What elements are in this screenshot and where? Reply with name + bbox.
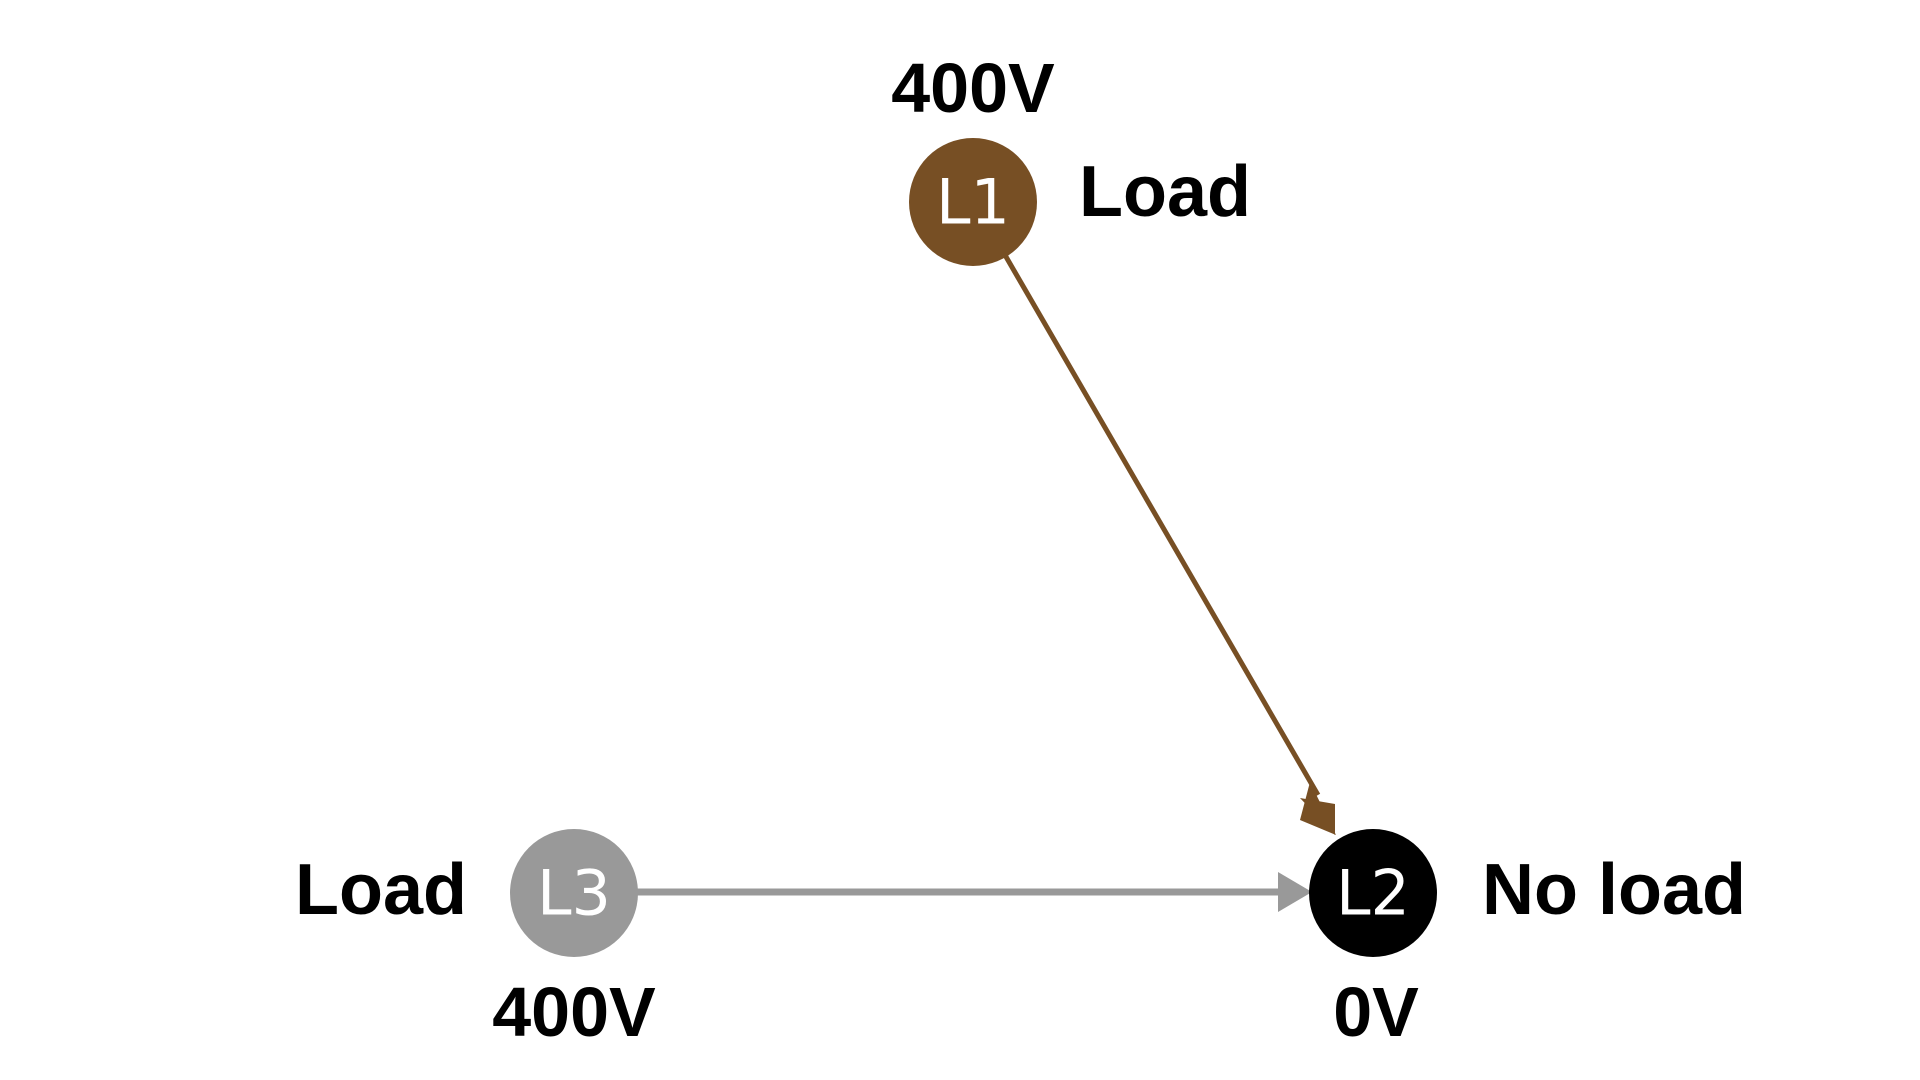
l1-status: Load: [1079, 152, 1251, 232]
node-l3-label: L3: [537, 857, 611, 930]
edge-l1-l2-line: [1002, 253, 1321, 797]
l3-voltage: 400V: [492, 973, 656, 1051]
node-l1-circle: [909, 138, 1037, 266]
node-l1: L1: [909, 138, 1037, 266]
node-l3: L3: [510, 829, 638, 957]
l1-voltage: 400V: [891, 49, 1055, 127]
l2-status: No load: [1482, 850, 1746, 930]
node-l3-circle: [510, 829, 638, 957]
l3-status: Load: [295, 850, 467, 930]
node-l1-label: L1: [936, 166, 1010, 239]
edge-l1-l2-arrowhead-tip: [1300, 798, 1335, 835]
node-l2-label: L2: [1336, 857, 1410, 930]
node-l2: L2: [1309, 829, 1437, 957]
node-l2-circle: [1309, 829, 1437, 957]
edge-l1-to-l2: [1002, 253, 1336, 835]
l2-voltage: 0V: [1333, 973, 1419, 1051]
edge-l3-to-l2: [635, 872, 1312, 912]
edge-l3-l2-arrowhead: [1278, 872, 1312, 912]
